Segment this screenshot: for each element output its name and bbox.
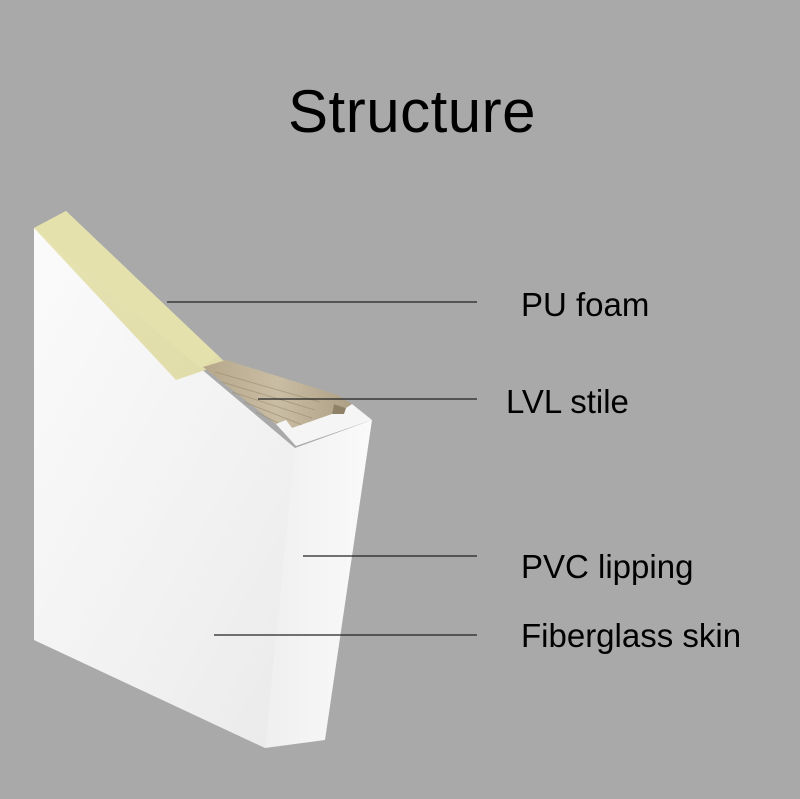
diagram-title: Structure	[288, 78, 536, 145]
label-lvl-stile: LVL stile	[506, 383, 629, 420]
fiberglass-skin-face	[34, 228, 325, 748]
lipping-notch	[332, 404, 346, 414]
pvc-lipping-edge	[265, 420, 372, 748]
label-fiberglass-skin: Fiberglass skin	[521, 617, 742, 654]
lvl-stile-texture	[214, 371, 321, 435]
label-pvc-lipping: PVC lipping	[521, 548, 694, 585]
pu-foam-core-top	[34, 211, 218, 368]
label-pu-foam: PU foam	[521, 286, 650, 323]
pvc-lipping-top	[276, 404, 372, 446]
